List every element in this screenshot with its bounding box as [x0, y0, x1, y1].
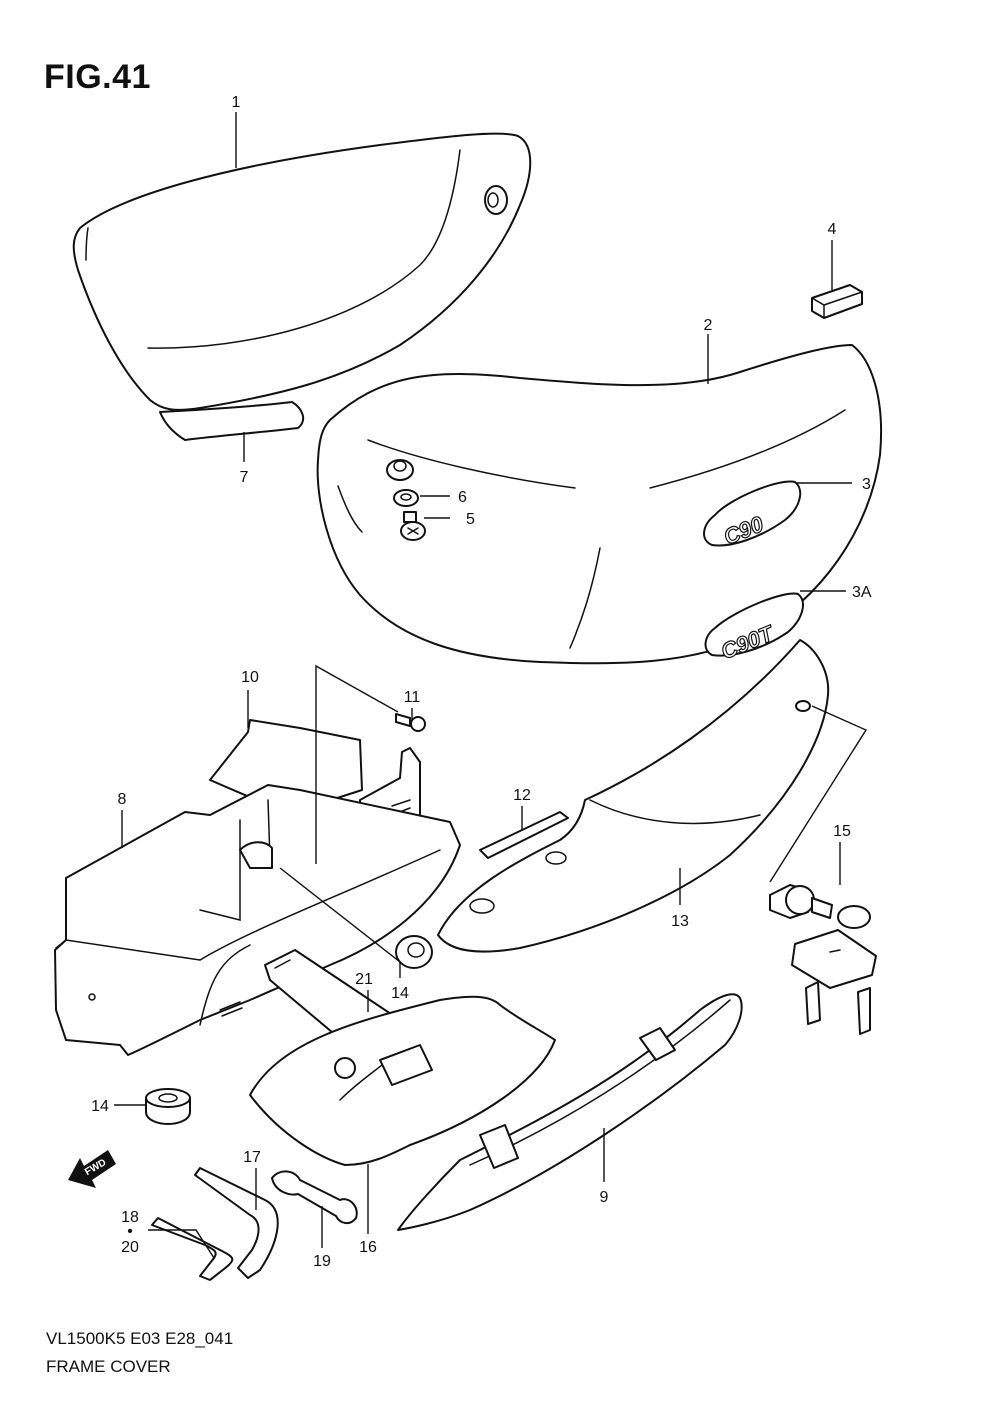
part-4-cushion-block [811, 284, 863, 319]
part-15-lock-set [769, 884, 877, 1035]
callout-19: 19 [313, 1253, 331, 1270]
part-7-cover-strip [159, 401, 305, 441]
part-8-tool-box [54, 784, 461, 1056]
part-16-tool-bag [249, 995, 556, 1166]
diagram-code: VL1500K5 E03 E28_041 [46, 1329, 234, 1348]
callout-6: 6 [458, 489, 467, 506]
callout-18: 18 [121, 1209, 139, 1226]
callout-1: 1 [232, 94, 241, 111]
callout-5: 5 [466, 511, 475, 528]
badge-3-emblem: C90 [703, 480, 802, 550]
part-9-side-rail-cover [397, 993, 743, 1231]
callout-14-b: 14 [91, 1098, 109, 1115]
part-12-strip [479, 811, 569, 859]
part-2-right-frame-cover [316, 344, 883, 665]
callout-2: 2 [704, 317, 713, 334]
part-14-grommet-b [145, 1088, 191, 1125]
parts-5-6-grommet-screw [386, 459, 426, 541]
callout-11: 11 [404, 689, 421, 706]
diagram-caption: FRAME COVER [46, 1357, 171, 1376]
callout-3a: 3A [852, 584, 872, 601]
callout-18-dot: • [127, 1223, 133, 1240]
part-1-left-frame-cover [72, 132, 532, 411]
callout-3: 3 [862, 476, 871, 493]
callout-21: 21 [355, 971, 373, 988]
callout-20: 20 [121, 1239, 139, 1256]
callout-12: 12 [513, 787, 531, 804]
callout-17: 17 [243, 1149, 261, 1166]
callout-13: 13 [671, 913, 689, 930]
callout-16: 16 [359, 1239, 377, 1256]
forward-direction-arrow: FWD [68, 1150, 116, 1188]
part-11-bolt [395, 713, 426, 732]
part-18-hex-wrench [151, 1217, 234, 1281]
callout-10: 10 [241, 669, 259, 686]
callout-8: 8 [118, 791, 127, 808]
callout-4: 4 [828, 221, 837, 238]
part-17-hex-wrench [194, 1167, 279, 1279]
part-14-grommet-a [395, 935, 433, 969]
part-19-spanner [271, 1170, 358, 1224]
callout-7: 7 [240, 469, 249, 486]
figure-title: FIG.41 [44, 58, 151, 96]
leader-lines [114, 112, 868, 1259]
callout-15: 15 [833, 823, 851, 840]
callout-14-a: 14 [391, 985, 409, 1002]
part-13-lower-cover [437, 639, 830, 953]
callout-labels: 1 2 3 3A 4 5 6 7 8 9 10 11 12 13 14 14 1… [91, 94, 872, 1270]
callout-9: 9 [600, 1189, 609, 1206]
